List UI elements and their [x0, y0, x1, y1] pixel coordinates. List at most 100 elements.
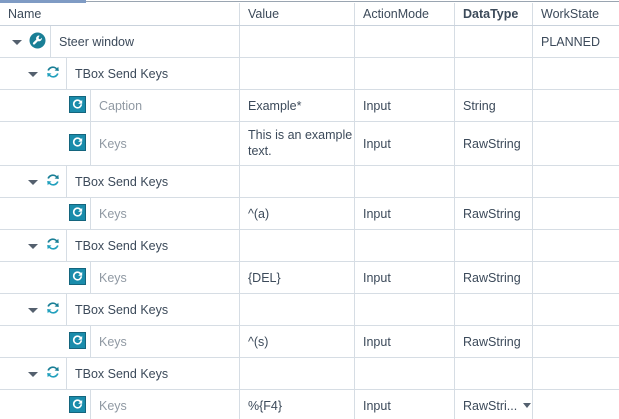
sync-arrows-icon [44, 63, 62, 84]
cell-value[interactable]: ^(s) [240, 326, 355, 357]
cell-workstate[interactable] [533, 198, 619, 229]
cell-value[interactable]: ^(a) [240, 198, 355, 229]
cell-actionmode[interactable] [355, 166, 455, 197]
cell-workstate[interactable] [533, 90, 619, 121]
expander-collapse-icon[interactable] [26, 230, 40, 261]
cell-actionmode[interactable]: Input [355, 122, 455, 165]
sync-arrows-icon [44, 235, 62, 256]
cell-name[interactable]: Keys [0, 198, 240, 229]
cell-name[interactable]: Steer window [0, 26, 240, 57]
expander-collapse-icon[interactable] [10, 26, 24, 57]
table-row[interactable]: TBox Send Keys [0, 358, 619, 390]
cell-name[interactable]: TBox Send Keys [0, 58, 240, 89]
cell-datatype[interactable] [455, 166, 533, 197]
cell-workstate[interactable] [533, 230, 619, 261]
expander-collapse-icon[interactable] [26, 58, 40, 89]
cell-workstate[interactable] [533, 166, 619, 197]
cell-actionmode[interactable]: Input [355, 90, 455, 121]
cell-actionmode[interactable]: Input [355, 262, 455, 293]
cell-datatype[interactable] [455, 294, 533, 325]
cell-value[interactable]: This is an example text. [240, 122, 355, 165]
cell-name[interactable]: Keys [0, 326, 240, 357]
cell-workstate[interactable] [533, 294, 619, 325]
cell-workstate[interactable] [533, 122, 619, 165]
tree-indent [0, 309, 26, 310]
cell-name[interactable]: TBox Send Keys [0, 166, 240, 197]
expander-spacer [50, 90, 64, 121]
tree-indent [0, 245, 26, 246]
cell-datatype[interactable] [455, 58, 533, 89]
cell-workstate[interactable] [533, 58, 619, 89]
cell-workstate[interactable]: PLANNED [541, 34, 601, 49]
row-icon [40, 363, 66, 384]
column-header-name[interactable]: Name [0, 3, 240, 25]
cell-value[interactable] [240, 58, 355, 89]
cell-name[interactable]: TBox Send Keys [0, 294, 240, 325]
cell-actionmode[interactable] [355, 58, 455, 89]
table-row[interactable]: TBox Send Keys [0, 294, 619, 326]
row-icon [40, 235, 66, 256]
cell-value[interactable] [240, 26, 355, 57]
cell-datatype[interactable]: RawString [455, 122, 533, 165]
cell-name[interactable]: TBox Send Keys [0, 358, 240, 389]
tree-indent [0, 105, 50, 106]
tree-indent [0, 405, 50, 406]
cell-value[interactable]: %{F4} [240, 390, 355, 419]
cell-actionmode[interactable] [355, 230, 455, 261]
cell-datatype[interactable] [455, 26, 533, 57]
row-label: Caption [90, 90, 239, 121]
expander-collapse-icon[interactable] [26, 294, 40, 325]
cell-workstate[interactable] [533, 358, 619, 389]
wrench-circle-icon [29, 32, 46, 52]
refresh-square-icon [68, 395, 86, 416]
column-header-workstate[interactable]: WorkState [541, 7, 600, 21]
cell-datatype[interactable]: RawString [455, 198, 533, 229]
cell-workstate[interactable] [533, 326, 619, 357]
cell-value[interactable] [240, 230, 355, 261]
cell-name[interactable]: Caption [0, 90, 240, 121]
cell-workstate[interactable] [533, 262, 619, 293]
cell-actionmode[interactable] [355, 26, 455, 57]
expander-collapse-icon[interactable] [26, 166, 40, 197]
chevron-down-icon[interactable] [523, 403, 532, 408]
row-icon [40, 299, 66, 320]
cell-value[interactable] [240, 166, 355, 197]
table-row[interactable]: TBox Send Keys [0, 58, 619, 90]
cell-datatype[interactable]: String [455, 90, 533, 121]
column-header-actionmode[interactable]: ActionMode [355, 3, 455, 25]
column-header-datatype[interactable]: DataType [455, 3, 533, 25]
cell-actionmode[interactable] [355, 294, 455, 325]
expander-collapse-icon[interactable] [26, 358, 40, 389]
cell-name[interactable]: Keys [0, 122, 240, 165]
cell-datatype[interactable]: RawString [455, 262, 533, 293]
expander-spacer [50, 122, 64, 165]
table-row[interactable]: TBox Send Keys [0, 230, 619, 262]
cell-name[interactable]: Keys [0, 262, 240, 293]
cell-actionmode[interactable]: Input [355, 326, 455, 357]
cell-name[interactable]: Keys [0, 390, 240, 419]
cell-datatype[interactable] [455, 230, 533, 261]
cell-value[interactable] [240, 358, 355, 389]
column-header-value[interactable]: Value [240, 3, 355, 25]
cell-datatype[interactable] [455, 358, 533, 389]
cell-datatype-dropdown[interactable]: RawStri... [455, 390, 533, 419]
cell-actionmode[interactable]: Input [355, 198, 455, 229]
cell-workstate[interactable] [533, 390, 619, 419]
cell-datatype[interactable]: RawString [455, 326, 533, 357]
header-accent-bar [0, 0, 86, 3]
table-row[interactable]: TBox Send Keys [0, 166, 619, 198]
row-label: TBox Send Keys [66, 166, 239, 197]
cell-value[interactable]: Example* [240, 90, 355, 121]
cell-value[interactable]: {DEL} [240, 262, 355, 293]
cell-name[interactable]: TBox Send Keys [0, 230, 240, 261]
cell-value[interactable] [240, 294, 355, 325]
cell-actionmode[interactable] [355, 358, 455, 389]
cell-actionmode[interactable]: Input [355, 390, 455, 419]
table-row[interactable]: Steer window PLANNED [0, 26, 619, 58]
